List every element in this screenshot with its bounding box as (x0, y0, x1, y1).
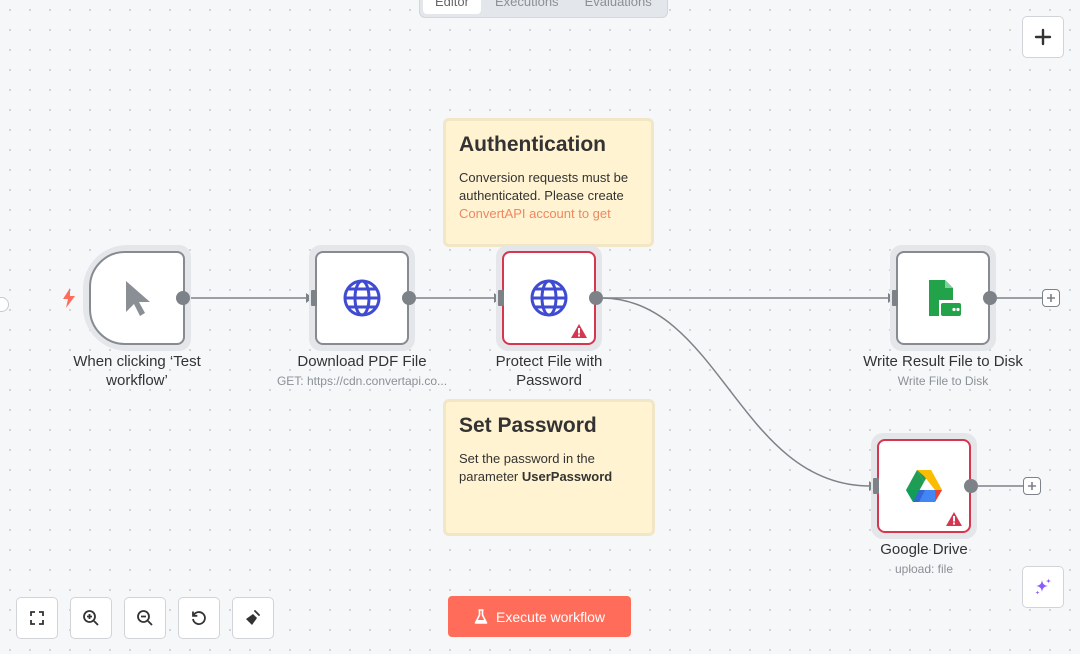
sticky-body: Set the password in the parameter UserPa… (459, 451, 613, 484)
node-manual-trigger[interactable] (89, 251, 185, 345)
lightning-icon (63, 288, 75, 308)
input-handle[interactable] (498, 290, 504, 306)
file-disk-icon (929, 280, 961, 316)
tab-editor[interactable]: Editor (423, 0, 481, 14)
node-label: When clicking ‘Test workflow’ (73, 353, 201, 389)
cursor-icon (126, 281, 150, 316)
plus-icon (1034, 28, 1052, 46)
sticky-body: Conversion requests must be authenticate… (459, 170, 629, 221)
node-write-file[interactable] (896, 251, 990, 345)
tidy-up-button[interactable] (232, 597, 274, 639)
node-label: Write Result File to Disk (863, 353, 1023, 370)
node-download-pdf[interactable] (315, 251, 409, 345)
add-next-node-button[interactable] (1042, 289, 1060, 307)
output-handle[interactable] (402, 291, 416, 305)
node-label: Google Drive (880, 541, 968, 558)
node-google-drive[interactable] (877, 439, 971, 533)
sticky-note-authentication[interactable]: Authentication Conversion requests must … (443, 118, 654, 247)
fit-view-button[interactable] (16, 597, 58, 639)
plus-icon (1047, 294, 1055, 302)
sticky-title: Set Password (459, 414, 597, 437)
input-handle[interactable] (892, 290, 898, 306)
fit-view-icon (30, 611, 44, 625)
google-drive-icon (906, 470, 942, 502)
convertapi-link[interactable]: ConvertAPI account to get (459, 206, 611, 221)
tidy-up-icon (246, 610, 260, 625)
sparkle-icon (1035, 578, 1051, 595)
add-next-node-button[interactable] (1023, 477, 1041, 495)
input-handle[interactable] (873, 478, 879, 494)
tab-evaluations[interactable]: Evaluations (584, 0, 652, 9)
ai-assistant-button[interactable] (1022, 566, 1064, 608)
flask-icon (474, 608, 488, 624)
output-handle[interactable] (589, 291, 603, 305)
zoom-out-button[interactable] (124, 597, 166, 639)
globe-icon (530, 279, 568, 317)
plus-icon (1028, 482, 1036, 490)
sticky-note-set-password[interactable]: Set Password Set the password in the par… (443, 399, 655, 536)
warning-icon (571, 324, 587, 338)
add-node-button[interactable] (1022, 16, 1064, 58)
output-handle[interactable] (983, 291, 997, 305)
zoom-in-icon (83, 610, 99, 626)
input-handle[interactable] (311, 290, 317, 306)
warning-icon (946, 512, 962, 526)
output-handle[interactable] (176, 291, 190, 305)
node-label: Download PDF File (297, 353, 427, 370)
reset-zoom-icon (192, 611, 206, 625)
output-handle[interactable] (964, 479, 978, 493)
globe-icon (343, 279, 381, 317)
sticky-title: Authentication (459, 133, 606, 156)
node-subtitle: Write File to Disk (897, 374, 989, 388)
connection-protect-gdrive (602, 297, 871, 487)
node-label: Protect File with Password (495, 353, 603, 389)
view-tabs: Editor Executions Evaluations (419, 0, 668, 18)
zoom-in-button[interactable] (70, 597, 112, 639)
node-subtitle: GET: https://cdn.convertapi.co... (276, 374, 448, 388)
reset-zoom-button[interactable] (178, 597, 220, 639)
execute-workflow-label: Execute workflow (496, 608, 605, 625)
execute-workflow-button[interactable]: Execute workflow (448, 596, 631, 637)
zoom-out-icon (137, 610, 153, 626)
node-subtitle: upload: file (894, 562, 954, 576)
tab-executions[interactable]: Executions (494, 0, 559, 9)
node-protect-file[interactable] (502, 251, 596, 345)
